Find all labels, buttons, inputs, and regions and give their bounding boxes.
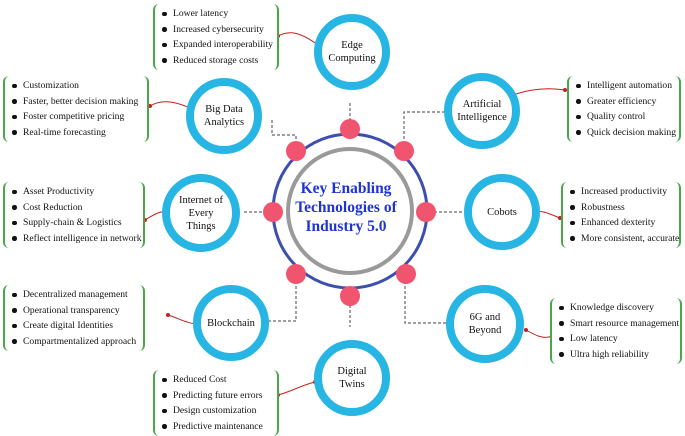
node-top-right bbox=[394, 141, 414, 161]
list-item: Predicting future errors bbox=[161, 388, 273, 404]
ring-internet-of-every-things: Internet of Every Things bbox=[162, 174, 240, 252]
list-item: Foster competitive pricing bbox=[11, 109, 143, 125]
ring-artificial-intelligence: Artificial Intelligence bbox=[444, 73, 520, 149]
list-item: Cost Reduction bbox=[11, 200, 139, 216]
node-top-left bbox=[286, 141, 306, 161]
curve-edge bbox=[277, 32, 319, 46]
center-title: Key Enabling Technologies of Industry 5.… bbox=[295, 180, 397, 235]
list-item: Decentralized management bbox=[11, 287, 139, 303]
list-item: Compartmentalized approach bbox=[11, 334, 139, 350]
curve-big-data bbox=[149, 101, 191, 109]
benefits-6g-and-beyond: Knowledge discovery Smart resource manag… bbox=[550, 298, 682, 365]
list-item: Low latency bbox=[558, 331, 676, 347]
list-item: Lower latency bbox=[161, 6, 273, 22]
list-item: Knowledge discovery bbox=[558, 300, 676, 316]
list-item: Greater efficiency bbox=[575, 94, 675, 110]
list-item: Customization bbox=[11, 78, 143, 94]
ring-cobots: Cobots bbox=[464, 174, 540, 250]
dash-blockchain bbox=[257, 276, 297, 322]
list-item: Quick decision making bbox=[575, 125, 676, 141]
benefits-edge-computing: Lower latency Increased cybersecurity Ex… bbox=[153, 4, 279, 71]
list-item: Real-time forecasting bbox=[11, 125, 143, 141]
benefits-cobots: Increased productivity Robustness Enhanc… bbox=[561, 182, 681, 249]
list-item: Operational transparency bbox=[11, 303, 139, 319]
benefits-big-data-analytics: Customization Faster, better decision ma… bbox=[3, 76, 149, 143]
list-item: Enhanced dexterity bbox=[569, 215, 675, 231]
ring-6g-and-beyond: 6G and Beyond bbox=[446, 285, 524, 363]
list-item: Ultra high reliability bbox=[558, 347, 676, 363]
node-right bbox=[416, 202, 436, 222]
node-bottom bbox=[340, 286, 360, 306]
dash-ai bbox=[403, 111, 460, 149]
node-left bbox=[263, 202, 283, 222]
list-item: Predictive maintenance bbox=[161, 419, 273, 435]
list-item: Smart resource management bbox=[558, 316, 679, 332]
ring-edge-computing: Edge Computing bbox=[314, 14, 390, 90]
list-item: More consistent, accurate bbox=[569, 231, 679, 247]
list-item: Quality control bbox=[575, 109, 675, 125]
dash-6g bbox=[404, 276, 448, 324]
list-item: Faster, better decision making bbox=[11, 94, 143, 110]
list-item: Asset Productivity bbox=[11, 184, 139, 200]
list-item: Supply-chain & Logistics bbox=[11, 215, 139, 231]
ring-digital-twins: Digital Twins bbox=[314, 340, 390, 416]
benefits-artificial-intelligence: Intelligent automation Greater efficienc… bbox=[567, 76, 681, 143]
curve-twins bbox=[277, 381, 316, 396]
node-top bbox=[340, 119, 360, 139]
list-item: Increased cybersecurity bbox=[161, 22, 273, 38]
list-item: Robustness bbox=[569, 200, 675, 216]
list-item: Reflect intelligence in network bbox=[11, 231, 142, 247]
benefits-digital-twins: Reduced Cost Predicting future errors De… bbox=[153, 370, 279, 436]
ring-blockchain: Blockchain bbox=[193, 285, 269, 361]
list-item: Increased productivity bbox=[569, 184, 675, 200]
list-item: Reduced Cost bbox=[161, 372, 273, 388]
list-item: Expanded interoperability bbox=[161, 37, 273, 53]
benefits-blockchain: Decentralized management Operational tra… bbox=[3, 285, 145, 352]
curve-6g bbox=[525, 329, 553, 338]
list-item: Design customization bbox=[161, 403, 273, 419]
ring-big-data-analytics: Big Data Analytics bbox=[186, 78, 262, 154]
list-item: Create digital Identities bbox=[11, 318, 139, 334]
benefits-internet-of-every-things: Asset Productivity Cost Reduction Supply… bbox=[3, 182, 145, 249]
node-bottom-right bbox=[396, 264, 416, 284]
node-bottom-left bbox=[286, 264, 306, 284]
list-item: Intelligent automation bbox=[575, 78, 675, 94]
hub-inner-ring bbox=[286, 147, 414, 275]
list-item: Reduced storage costs bbox=[161, 53, 273, 69]
